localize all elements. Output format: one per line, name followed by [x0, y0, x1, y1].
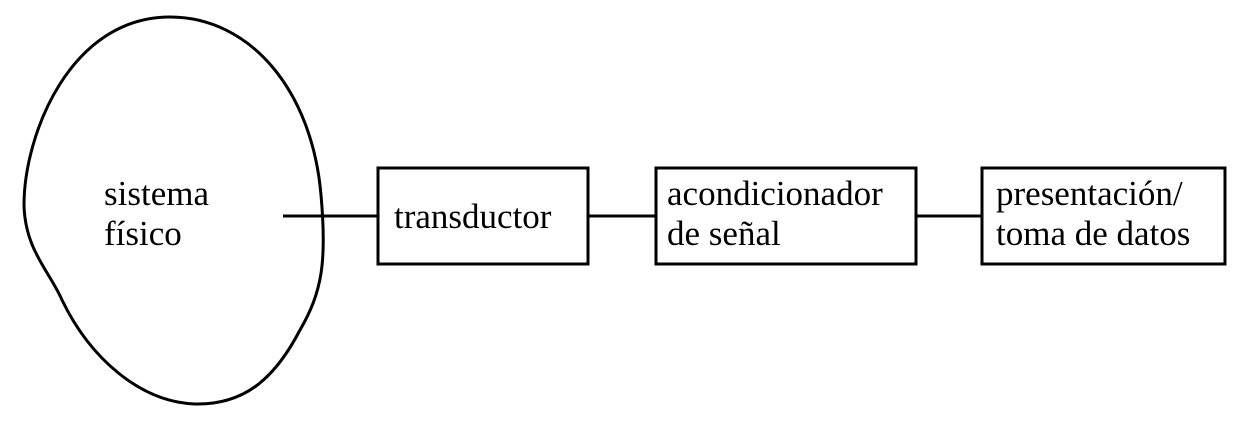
- display-label-line2: toma de datos: [996, 214, 1190, 253]
- display-block: presentación/ toma de datos: [980, 166, 1227, 266]
- signal-conditioner-block: acondicionador de señal: [654, 166, 918, 266]
- signal-conditioner-label-line2: de señal: [667, 214, 781, 253]
- display-box: [980, 166, 1227, 266]
- physical-system-outline: [22, 15, 325, 406]
- display-label-line1: presentación/: [996, 174, 1183, 213]
- signal-conditioner-label-line1: acondicionador: [667, 174, 883, 213]
- signal-conditioner-box: [654, 166, 918, 266]
- physical-system-label-line1: sistema: [104, 174, 209, 213]
- transducer-block: transductor: [376, 166, 590, 266]
- transducer-box: [376, 166, 590, 266]
- physical-system-label-line2: físico: [104, 214, 182, 253]
- physical-system: sistema físico: [22, 15, 325, 406]
- transducer-label: transductor: [394, 197, 552, 236]
